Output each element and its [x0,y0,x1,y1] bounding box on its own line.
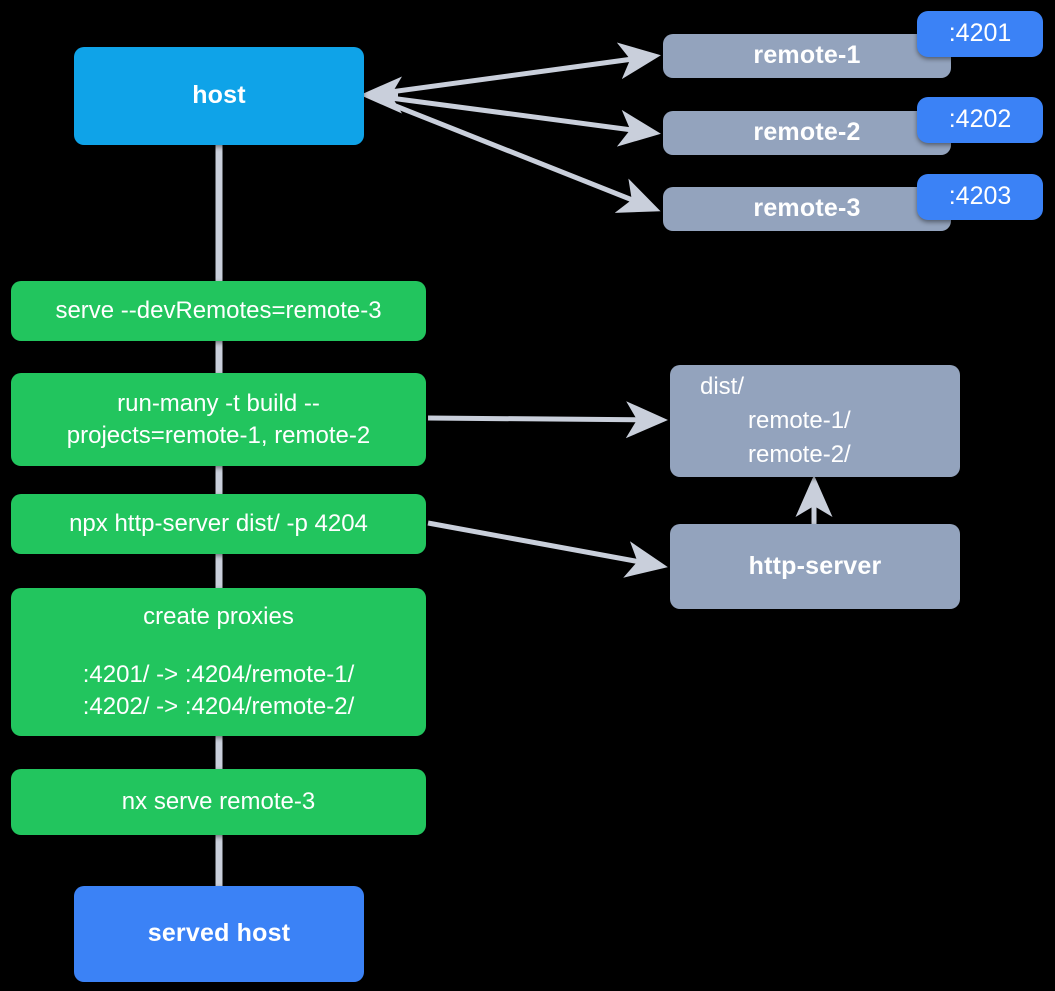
node-remote-3-label: remote-3 [753,194,861,223]
command-run-many-build-line-1: run-many -t build -- [117,389,320,417]
badge-port-remote-1: :4201 [917,11,1043,57]
node-remote-2[interactable]: remote-2 [663,111,951,155]
node-host-label: host [192,81,246,110]
node-http-server-label: http-server [748,551,882,580]
node-command-serve-devremotes[interactable]: serve --devRemotes=remote-3 [11,281,426,341]
node-served-host-label: served host [147,919,291,948]
dist-folder-root: dist/ [700,372,745,400]
node-dist-folder[interactable]: dist/ remote-1/ remote-2/ [670,365,960,477]
node-remote-1[interactable]: remote-1 [663,34,951,78]
command-create-proxies-title: create proxies [143,603,294,631]
dist-folder-tree: dist/ remote-1/ remote-2/ [670,370,960,472]
edge-npx-httpserver [427,520,668,578]
node-command-run-many-build[interactable]: run-many -t build -- projects=remote-1, … [11,373,426,466]
badge-port-remote-2: :4202 [917,97,1043,143]
command-create-proxies-detail-1: :4201/ -> :4204/remote-1/ [82,661,355,689]
command-npx-http-server-line-1: npx http-server dist/ -p 4204 [69,510,368,538]
command-serve-devremotes-line-1: serve --devRemotes=remote-3 [55,297,382,325]
node-remote-1-label: remote-1 [753,41,861,70]
node-command-npx-http-server[interactable]: npx http-server dist/ -p 4204 [11,494,426,554]
badge-port-remote-3-label: :4203 [948,182,1012,211]
node-http-server[interactable]: http-server [670,524,960,609]
edge-host-remote-3 [367,92,661,213]
node-command-nx-serve-remote3[interactable]: nx serve remote-3 [11,769,426,835]
command-run-many-build-line-2: projects=remote-1, remote-2 [66,421,371,449]
edge-host-remote-2 [367,92,661,147]
node-remote-3[interactable]: remote-3 [663,187,951,231]
dist-folder-child-remote-1: remote-1/ [748,406,851,434]
badge-port-remote-2-label: :4202 [948,105,1012,134]
edge-build-dist [427,401,668,439]
node-host[interactable]: host [74,47,364,145]
dist-folder-child-remote-2: remote-2/ [748,441,851,469]
edge-host-remote-1 [367,42,661,98]
command-nx-serve-remote3-line-1: nx serve remote-3 [121,788,316,816]
node-command-create-proxies[interactable]: create proxies :4201/ -> :4204/remote-1/… [11,588,426,736]
badge-port-remote-1-label: :4201 [948,19,1012,48]
node-remote-2-label: remote-2 [753,118,861,147]
node-served-host[interactable]: served host [74,886,364,982]
badge-port-remote-3: :4203 [917,174,1043,220]
command-create-proxies-detail-2: :4202/ -> :4204/remote-2/ [82,692,355,720]
